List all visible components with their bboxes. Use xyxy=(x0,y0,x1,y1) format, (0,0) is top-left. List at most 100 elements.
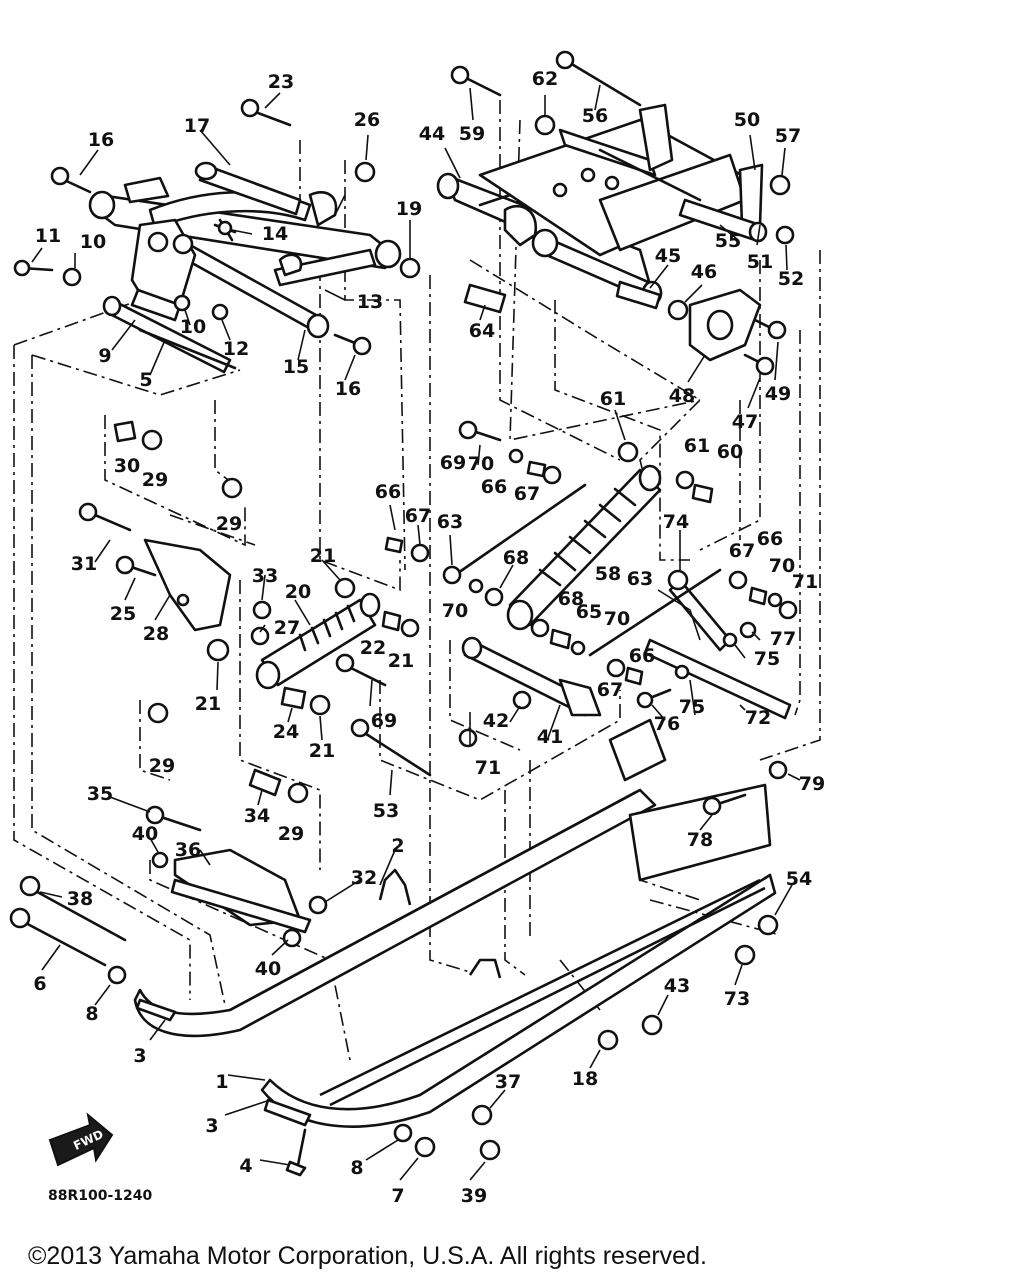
slider-pad-upper xyxy=(135,998,177,1022)
callout-41: 41 xyxy=(537,726,563,748)
callout-33: 33 xyxy=(252,565,278,587)
nut-73 xyxy=(734,944,756,966)
callout-13: 13 xyxy=(357,291,383,313)
bushing-67d xyxy=(728,570,748,590)
bolt-head xyxy=(115,555,135,575)
collar-66b xyxy=(526,460,547,478)
bolt-head xyxy=(636,691,654,709)
callout-24: 24 xyxy=(273,721,299,743)
collar-66c xyxy=(624,666,644,686)
callout-66c: 66 xyxy=(629,645,655,667)
bushing-61b xyxy=(675,470,695,490)
callout-8a: 8 xyxy=(85,1003,98,1025)
bolt-head xyxy=(767,320,787,340)
collar-66 xyxy=(384,536,404,554)
callout-49: 49 xyxy=(765,383,791,405)
callout-54: 54 xyxy=(786,868,812,890)
callout-10a: 10 xyxy=(80,231,106,253)
washer-40 xyxy=(151,851,169,869)
callout-34: 34 xyxy=(244,805,270,827)
rear-shock-absorber xyxy=(506,464,662,631)
callout-38: 38 xyxy=(67,888,93,910)
nut-46 xyxy=(667,299,689,321)
rod-63 xyxy=(453,483,587,577)
callout-21d: 21 xyxy=(309,740,335,762)
nut-8 xyxy=(393,1123,413,1143)
bracket-hole xyxy=(176,593,190,607)
bolt-head xyxy=(702,796,722,816)
callout-29b: 29 xyxy=(216,513,242,535)
callout-66a: 66 xyxy=(375,481,401,503)
collar-30 xyxy=(113,420,137,443)
nut-42 xyxy=(512,690,532,710)
copyright-notice: ©2013 Yamaha Motor Corporation, U.S.A. A… xyxy=(28,1242,707,1270)
washer-70c xyxy=(570,640,586,656)
callout-70a: 70 xyxy=(468,453,494,475)
washer-75 xyxy=(674,664,690,680)
bolt-head xyxy=(13,259,31,277)
leader-lines xyxy=(31,84,801,1181)
nut-61 xyxy=(617,441,639,463)
callout-48: 48 xyxy=(669,385,695,407)
nut-57 xyxy=(769,174,791,196)
washer-75b xyxy=(722,632,738,648)
washer-40b xyxy=(282,928,302,948)
callout-43: 43 xyxy=(664,975,690,997)
bolt-head xyxy=(350,718,370,738)
callout-40b: 40 xyxy=(255,958,281,980)
collar-66d xyxy=(748,586,768,606)
callout-26: 26 xyxy=(354,109,380,131)
bolt-head xyxy=(19,875,41,897)
callout-3b: 3 xyxy=(205,1115,218,1137)
bushing-29 xyxy=(141,429,163,451)
nut-39 xyxy=(479,1139,501,1161)
callout-11: 11 xyxy=(35,225,61,247)
nut-52 xyxy=(775,225,795,245)
nut-7 xyxy=(414,1136,436,1158)
callout-60: 60 xyxy=(717,441,743,463)
callout-31: 31 xyxy=(71,553,97,575)
nut-71 xyxy=(458,728,478,748)
bolt-head xyxy=(145,805,165,825)
callout-56: 56 xyxy=(582,105,608,127)
callout-59: 59 xyxy=(459,123,485,145)
callout-16a: 16 xyxy=(88,129,114,151)
callout-67b: 67 xyxy=(514,483,540,505)
callout-47: 47 xyxy=(732,411,758,433)
suspension-exploded-diagram: FWD xyxy=(9,50,825,1207)
rear-lower-arm-end xyxy=(461,636,483,660)
bolt-head xyxy=(555,50,575,70)
bolt-head xyxy=(240,98,260,118)
callout-25: 25 xyxy=(110,603,136,625)
assembly-guide-lines xyxy=(13,100,821,1061)
callout-65: 65 xyxy=(576,601,602,623)
callout-57: 57 xyxy=(775,125,801,147)
nut-43 xyxy=(641,1014,663,1036)
callout-9: 9 xyxy=(98,345,111,367)
collar-14 xyxy=(217,220,233,236)
callout-67c: 67 xyxy=(597,679,623,701)
collar-74 xyxy=(667,569,689,591)
callout-62: 62 xyxy=(532,68,558,90)
callout-5: 5 xyxy=(139,369,152,391)
collar-60 xyxy=(691,483,714,504)
callout-29d: 29 xyxy=(278,823,304,845)
callout-29c: 29 xyxy=(149,755,175,777)
callout-55: 55 xyxy=(715,230,741,252)
callout-52: 52 xyxy=(778,268,804,290)
callout-67a: 67 xyxy=(405,505,431,527)
bolt-53 xyxy=(358,728,432,777)
callout-12: 12 xyxy=(223,338,249,360)
callout-74: 74 xyxy=(663,511,689,533)
bolt-head xyxy=(450,65,470,85)
callout-10b: 10 xyxy=(180,316,206,338)
nut-79 xyxy=(768,760,788,780)
callout-46: 46 xyxy=(691,261,717,283)
rod-63b xyxy=(588,568,722,657)
washer-70b xyxy=(468,578,484,594)
bolt-head xyxy=(352,336,372,356)
washer-10 xyxy=(62,267,82,287)
nut-27 xyxy=(250,626,270,646)
bushing-63 xyxy=(442,565,462,585)
bolt-6 xyxy=(18,918,107,967)
